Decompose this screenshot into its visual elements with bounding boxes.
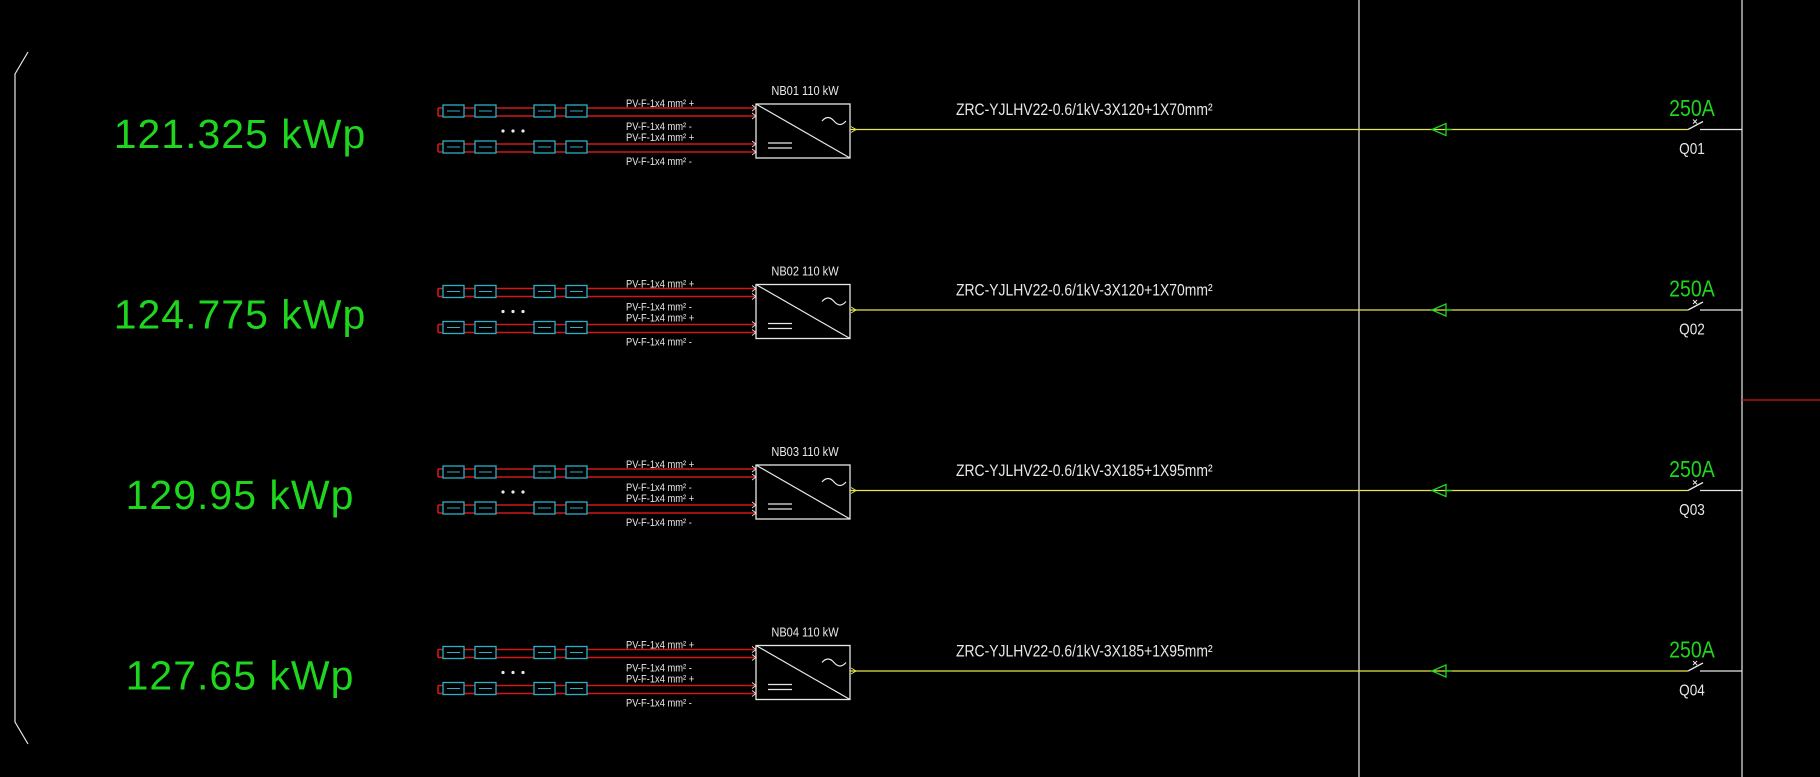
breaker-switch-icon[interactable] xyxy=(1687,481,1704,492)
ellipsis-dot-icon xyxy=(501,670,505,675)
breaker-id-label: Q02 xyxy=(1679,322,1705,339)
breaker-switch-icon[interactable] xyxy=(1687,120,1704,131)
ellipsis-dot-icon xyxy=(501,309,505,314)
inverter-label: NB04 110 kW xyxy=(771,625,839,640)
dc-cable-label: PV-F-1x4 mm² + xyxy=(626,313,694,325)
inverter-diagonal xyxy=(755,464,851,520)
ac-connector-icon xyxy=(850,126,857,133)
capacity-label: 124.775 kWp xyxy=(114,292,367,338)
breaker-switch-icon[interactable] xyxy=(1687,662,1704,672)
ellipsis-dot-icon xyxy=(521,129,525,133)
ellipsis-dot-icon xyxy=(511,129,515,133)
dc-cable-label: PV-F-1x4 mm² - xyxy=(626,517,692,529)
ellipsis-dot-icon xyxy=(511,670,515,675)
ac-connector-icon xyxy=(850,306,857,314)
ac-connector-icon xyxy=(850,487,857,494)
ac-cable-label: ZRC-YJLHV22-0.6/1kV-3X120+1X70mm² xyxy=(956,281,1213,300)
breaker-rating-label: 250A xyxy=(1669,637,1715,663)
inverter-diagonal xyxy=(755,283,851,340)
breaker-id-label: Q04 xyxy=(1679,683,1705,700)
breaker-cross-icon xyxy=(1692,299,1698,305)
dc-cable-label: PV-F-1x4 mm² - xyxy=(626,121,692,133)
inverter-diagonal xyxy=(755,644,851,701)
ac-sine-icon xyxy=(821,116,847,126)
dc-cable-label: PV-F-1x4 mm² - xyxy=(626,698,692,710)
ac-cable-label: ZRC-YJLHV22-0.6/1kV-3X185+1X95mm² xyxy=(956,462,1213,481)
dc-cable-label: PV-F-1x4 mm² - xyxy=(626,302,692,314)
breaker-cross-icon xyxy=(1692,119,1698,124)
ellipsis-dot-icon xyxy=(501,129,505,133)
left-bracket xyxy=(14,51,29,745)
ellipsis-dot-icon xyxy=(521,309,525,314)
dc-cable-label: PV-F-1x4 mm² - xyxy=(626,663,692,675)
ellipsis-dot-icon xyxy=(511,490,515,494)
breaker-rating-label: 250A xyxy=(1669,96,1715,122)
capacity-label: 121.325 kWp xyxy=(114,111,367,157)
ac-sine-icon xyxy=(821,297,847,306)
dc-cable-label: PV-F-1x4 mm² - xyxy=(626,482,692,494)
ellipsis-dot-icon xyxy=(521,490,525,494)
dc-cable-label: PV-F-1x4 mm² - xyxy=(626,156,692,168)
dc-cable-label: PV-F-1x4 mm² + xyxy=(626,640,694,652)
ac-connector-icon xyxy=(850,667,857,675)
inverter-label: NB02 110 kW xyxy=(771,264,839,279)
ac-cable-label: ZRC-YJLHV22-0.6/1kV-3X120+1X70mm² xyxy=(956,101,1213,120)
dc-cable-label: PV-F-1x4 mm² + xyxy=(626,279,694,291)
dc-cable-label: PV-F-1x4 mm² + xyxy=(626,98,694,110)
capacity-label: 129.95 kWp xyxy=(126,472,355,518)
capacity-label: 127.65 kWp xyxy=(126,653,355,699)
ellipsis-dot-icon xyxy=(521,670,525,675)
breaker-switch-icon[interactable] xyxy=(1687,301,1704,311)
dc-cable-label: PV-F-1x4 mm² + xyxy=(626,459,694,471)
breaker-rating-label: 250A xyxy=(1669,276,1715,302)
ellipsis-dot-icon xyxy=(511,309,515,314)
dc-cable-label: PV-F-1x4 mm² + xyxy=(626,132,694,144)
dc-cable-label: PV-F-1x4 mm² + xyxy=(626,674,694,686)
dc-cable-label: PV-F-1x4 mm² + xyxy=(626,493,694,505)
breaker-id-label: Q01 xyxy=(1679,141,1705,158)
inverter-diagonal xyxy=(755,103,851,159)
inverter-label: NB03 110 kW xyxy=(771,444,839,459)
breaker-cross-icon xyxy=(1692,660,1698,666)
ac-sine-icon xyxy=(821,477,847,487)
dc-cable-label: PV-F-1x4 mm² - xyxy=(626,337,692,349)
ac-sine-icon xyxy=(821,658,847,667)
breaker-id-label: Q03 xyxy=(1679,502,1705,519)
inverter-label: NB01 110 kW xyxy=(771,83,839,98)
breaker-cross-icon xyxy=(1692,480,1698,485)
breaker-rating-label: 250A xyxy=(1669,457,1715,483)
ac-cable-label: ZRC-YJLHV22-0.6/1kV-3X185+1X95mm² xyxy=(956,642,1213,661)
ellipsis-dot-icon xyxy=(501,490,505,494)
